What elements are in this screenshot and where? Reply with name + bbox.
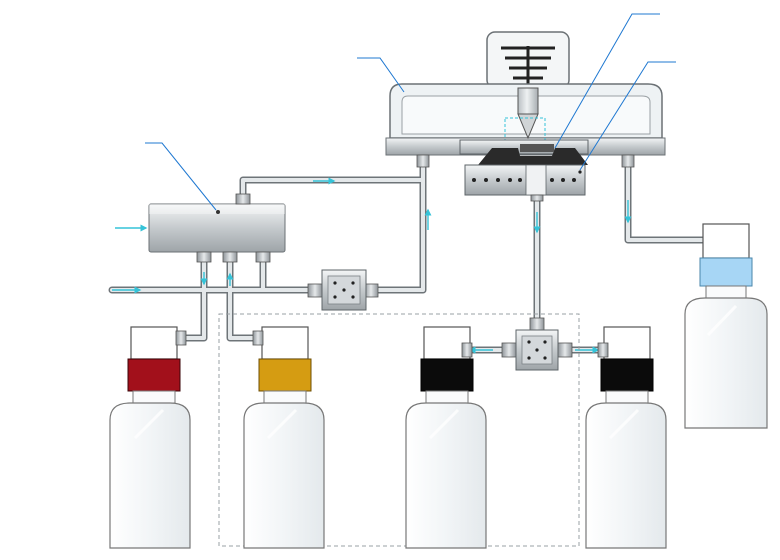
bottle-5 [684,223,768,429]
bottle-cap-black [420,358,474,392]
bottle-2 [243,326,325,549]
bottle-cap-red [127,358,181,392]
leader-lines [145,13,676,211]
bottle-cap-blue [699,257,753,287]
lower-block [464,164,586,196]
manifold-mark [216,210,220,214]
flow-arrows [112,177,632,354]
bottle-3 [405,326,487,549]
bottle-cap-black [600,358,654,392]
diaphragm [478,148,588,165]
bottle-cap-gold [258,358,312,392]
lower-block-dots [472,170,582,182]
distribution-valve [501,317,573,371]
bottle-4 [585,326,667,549]
valve-assembly [385,31,666,202]
manifold-block [148,193,286,263]
three-way-valve [307,269,379,311]
bottle-group-frame [218,313,580,547]
bottle-1 [109,326,191,549]
